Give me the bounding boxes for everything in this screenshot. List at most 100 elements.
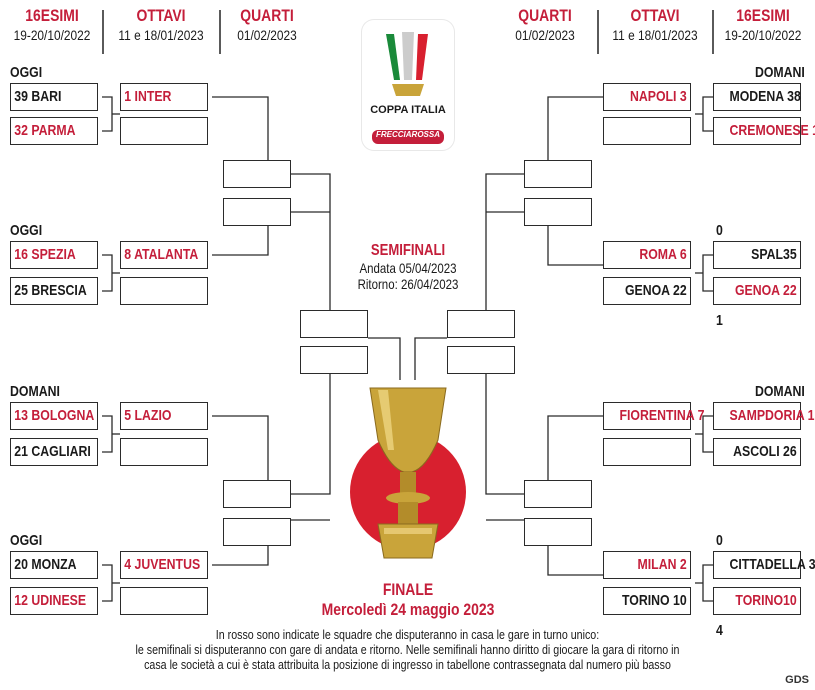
- match-slot-right-qf: [524, 518, 592, 546]
- header-title: 16ESIMI: [25, 6, 79, 25]
- match-slot-right-r32: MODENA 38: [713, 83, 801, 111]
- match-slot-left-qf: [223, 160, 291, 188]
- footnote-line: le semifinali si disputeranno con gare d…: [135, 642, 680, 657]
- header-dates: 11 e 18/01/2023: [118, 27, 204, 43]
- logo-graphic: [372, 32, 444, 144]
- header-divider: [712, 10, 714, 54]
- semifinali-info: SEMIFINALI Andata 05/04/2023 Ritorno: 26…: [338, 242, 478, 292]
- match-slot-left-r16: 5 LAZIO: [120, 402, 208, 430]
- team-name: NAPOLI 3: [629, 88, 687, 105]
- finale-info: FINALE Mercoledì 24 maggio 2023: [298, 580, 518, 620]
- team-name: 12 UDINESE: [14, 592, 87, 609]
- team-name: CITTADELLA 31: [729, 556, 815, 573]
- header-title: OTTAVI: [136, 6, 186, 25]
- logo-sponsor: FRECCIAROSSA: [375, 130, 440, 139]
- team-name: ROMA 6: [639, 246, 687, 263]
- match-slot-right-r16: FIORENTINA 7: [603, 402, 705, 430]
- trophy-icon: [350, 387, 466, 559]
- team-name: 13 BOLOGNA: [14, 407, 95, 424]
- match-slot-right-sf: [447, 346, 515, 374]
- team-name: 39 BARI: [14, 88, 62, 105]
- team-name: FIORENTINA 7: [619, 407, 705, 424]
- header-title: 16ESIMI: [736, 6, 790, 25]
- match-slot-right-r32: TORINO10: [713, 587, 801, 615]
- header-dates: 11 e 18/01/2023: [612, 27, 698, 43]
- match-slot-left-r16: 1 INTER: [120, 83, 208, 111]
- match-slot-left-r16: 8 ATALANTA: [120, 241, 208, 269]
- day-tag: OGGI: [10, 532, 43, 549]
- credit-label: GDS: [785, 674, 809, 686]
- match-slot-left-r16: [120, 117, 208, 145]
- match-slot-left-r32: 21 CAGLIARI: [10, 438, 98, 466]
- footnote-line: In rosso sono indicate le squadre che di…: [215, 627, 600, 642]
- match-slot-right-r32: ASCOLI 26: [713, 438, 801, 466]
- match-slot-right-r16: GENOA 22: [603, 277, 691, 305]
- team-name: 4 JUVENTUS: [124, 556, 201, 573]
- match-slot-right-r16: [603, 117, 691, 145]
- header-dates: 01/02/2023: [515, 27, 575, 43]
- header-dates: 19-20/10/2022: [13, 27, 91, 43]
- day-tag: DOMANI: [755, 383, 805, 400]
- match-slot-right-r16: ROMA 6: [603, 241, 691, 269]
- match-slot-left-r32: 12 UDINESE: [10, 587, 98, 615]
- day-tag: DOMANI: [10, 383, 60, 400]
- footnote: In rosso sono indicate le squadre che di…: [60, 627, 755, 672]
- header-divider: [219, 10, 221, 54]
- leg-score: 0: [716, 532, 723, 549]
- header-dates: 19-20/10/2022: [724, 27, 802, 43]
- match-slot-right-r32: GENOA 22: [713, 277, 801, 305]
- match-slot-right-r16: TORINO 10: [603, 587, 691, 615]
- header-ottavi-right: OTTAVI 11 e 18/01/2023: [601, 6, 709, 54]
- team-name: 32 PARMA: [14, 122, 76, 139]
- leg-score: 0: [716, 222, 723, 239]
- match-slot-left-r32: 39 BARI: [10, 83, 98, 111]
- header-title: OTTAVI: [630, 6, 680, 25]
- header-quarti-left: QUARTI 01/02/2023: [222, 6, 312, 54]
- match-slot-left-r16: 4 JUVENTUS: [120, 551, 208, 579]
- team-name: GENOA 22: [734, 282, 797, 299]
- team-name: 16 SPEZIA: [14, 246, 76, 263]
- match-slot-left-r32: 13 BOLOGNA: [10, 402, 98, 430]
- match-slot-left-r16: [120, 438, 208, 466]
- trophy-graphic: [348, 380, 468, 570]
- team-name: ASCOLI 26: [733, 443, 797, 460]
- header-ottavi-left: OTTAVI 11 e 18/01/2023: [106, 6, 216, 54]
- coppa-italia-logo: COPPA ITALIA FRECCIAROSSA: [362, 20, 454, 150]
- team-name: MODENA 38: [729, 88, 801, 105]
- footnote-line: casa le società a cui è stata attribuita…: [144, 657, 671, 672]
- team-name: SPAL35: [751, 246, 797, 263]
- leg-score: 1: [716, 312, 723, 329]
- header-title: QUARTI: [518, 6, 572, 25]
- match-slot-right-qf: [524, 198, 592, 226]
- day-tag: OGGI: [10, 64, 43, 81]
- match-slot-right-qf: [524, 160, 592, 188]
- header-16esimi-left: 16ESIMI 19-20/10/2022: [6, 6, 98, 54]
- team-name: 20 MONZA: [14, 556, 77, 573]
- team-name: 5 LAZIO: [124, 407, 172, 424]
- match-slot-right-r32: SAMPDORIA 15: [713, 402, 815, 430]
- team-name: 1 INTER: [124, 88, 172, 105]
- match-slot-right-r32: CITTADELLA 31: [713, 551, 815, 579]
- header-divider: [102, 10, 104, 54]
- header-dates: 01/02/2023: [237, 27, 297, 43]
- team-name: CREMONESE 19: [729, 122, 815, 139]
- match-slot-right-sf: [447, 310, 515, 338]
- match-slot-left-qf: [223, 198, 291, 226]
- semifinali-andata: Andata 05/04/2023: [359, 260, 457, 276]
- match-slot-left-r16: [120, 587, 208, 615]
- header-title: QUARTI: [240, 6, 294, 25]
- team-name: SAMPDORIA 15: [729, 407, 815, 424]
- match-slot-left-r32: 25 BRESCIA: [10, 277, 98, 305]
- leg-score: 4: [716, 622, 723, 639]
- team-name: TORINO 10: [622, 592, 687, 609]
- semifinali-ritorno: Ritorno: 26/04/2023: [357, 276, 459, 292]
- match-slot-right-qf: [524, 480, 592, 508]
- match-slot-left-r32: 20 MONZA: [10, 551, 98, 579]
- match-slot-left-r32: 16 SPEZIA: [10, 241, 98, 269]
- team-name: MILAN 2: [637, 556, 687, 573]
- match-slot-right-r16: [603, 438, 691, 466]
- match-slot-right-r16: MILAN 2: [603, 551, 691, 579]
- semifinali-title: SEMIFINALI: [370, 242, 446, 259]
- team-name: 25 BRESCIA: [14, 282, 87, 299]
